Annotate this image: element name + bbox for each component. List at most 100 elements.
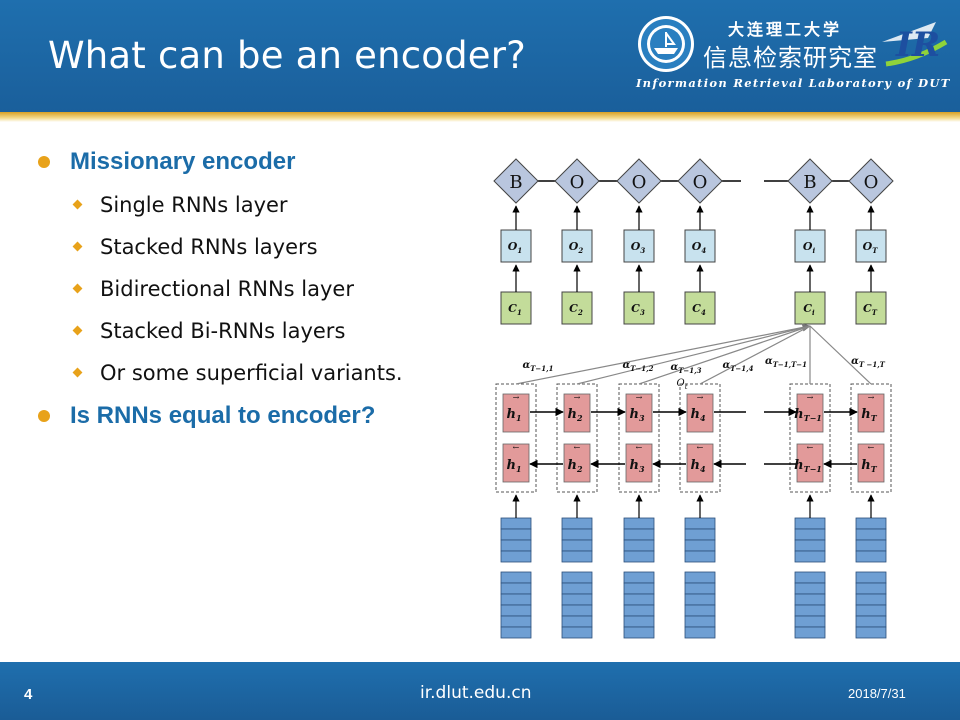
backward-arrow-icon: ← — [636, 443, 643, 452]
forward-hidden-label: h4 — [690, 407, 705, 423]
bullet-text: Missionary encoder — [70, 148, 296, 175]
embedding-cell — [500, 517, 532, 530]
lab-name-cn: 信息检索研究室 — [703, 44, 878, 72]
embedding-cell — [500, 582, 532, 595]
attention-line — [699, 325, 811, 385]
context-node — [794, 291, 826, 325]
backward-arrow-icon: ← — [574, 443, 581, 452]
context-node — [561, 291, 593, 325]
embedding-cell — [500, 539, 532, 552]
output-label: O1 — [508, 240, 522, 255]
forward-hidden-label: h1 — [506, 407, 521, 423]
forward-hidden-node — [686, 393, 714, 433]
forward-arrow-icon: → — [636, 393, 643, 402]
embedding-cell — [623, 550, 655, 563]
embedding-cell — [500, 615, 532, 628]
embedding-cell — [794, 571, 826, 584]
tag-label: B — [509, 172, 522, 193]
forward-hidden-node — [796, 393, 824, 433]
embedding-cell — [561, 615, 593, 628]
embedding-cell — [500, 626, 532, 639]
forward-hidden-label: hT−1 — [794, 407, 822, 423]
embedding-cell — [561, 517, 593, 530]
embedding-cell — [561, 528, 593, 541]
sub-bullet-text: Bidirectional RNNs layer — [100, 277, 354, 301]
embedding-cell — [684, 571, 716, 584]
sub-bullet-text: Single RNNs layer — [100, 193, 288, 217]
backward-hidden-node — [502, 443, 530, 483]
forward-hidden-node — [625, 393, 653, 433]
sub-bullet: Stacked RNNs layers — [36, 226, 476, 268]
attention-weight-label: αT−1,1 — [523, 360, 554, 373]
embedding-cell — [684, 517, 716, 530]
forward-hidden-label: h2 — [567, 407, 582, 423]
embedding-cell — [500, 604, 532, 617]
embedding-cell — [500, 528, 532, 541]
backward-hidden-node — [625, 443, 653, 483]
output-node — [794, 229, 826, 263]
context-label: C4 — [692, 302, 706, 317]
embedding-cell — [623, 626, 655, 639]
slide-date: 2018/7/31 — [848, 686, 906, 701]
forward-hidden-node — [502, 393, 530, 433]
embedding-cell — [623, 593, 655, 606]
bullet-dot-icon — [38, 156, 50, 168]
context-label: C3 — [631, 302, 645, 317]
footer-site-link[interactable]: ir.dlut.edu.cn — [420, 683, 532, 703]
embedding-cell — [684, 582, 716, 595]
backward-hidden-label: h4 — [690, 458, 705, 474]
embedding-cell — [623, 615, 655, 628]
forward-hidden-node — [563, 393, 591, 433]
embedding-cell — [855, 528, 887, 541]
embedding-cell — [623, 604, 655, 617]
embedding-cell — [500, 593, 532, 606]
diamond-bullet-icon — [72, 367, 83, 378]
output-label: OT — [863, 240, 879, 255]
embedding-cell — [794, 528, 826, 541]
context-node — [684, 291, 716, 325]
embedding-cell — [855, 571, 887, 584]
diamond-bullet-icon — [72, 283, 83, 294]
backward-hidden-label: hT — [861, 458, 877, 474]
embedding-cell — [684, 528, 716, 541]
backward-hidden-label: hT−1 — [794, 458, 822, 474]
tag-diamond — [493, 158, 539, 204]
embedding-cell — [855, 593, 887, 606]
embedding-cell — [855, 582, 887, 595]
embedding-cell — [623, 571, 655, 584]
tag-diamond — [848, 158, 894, 204]
embedding-cell — [855, 550, 887, 563]
attention-weight-label: αT−1,T−1 — [765, 356, 807, 369]
context-label: Ci — [803, 302, 815, 317]
embedding-cell — [794, 517, 826, 530]
embedding-cell — [794, 539, 826, 552]
backward-hidden-node — [857, 443, 885, 483]
tag-label: B — [803, 172, 816, 193]
slide-title: What can be an encoder? — [48, 34, 526, 77]
forward-arrow-icon: → — [697, 393, 704, 402]
bullet-dot-icon — [38, 410, 50, 422]
context-node — [623, 291, 655, 325]
svg-text:IR: IR — [895, 25, 940, 65]
embedding-cell — [561, 571, 593, 584]
backward-hidden-label: h2 — [567, 458, 582, 474]
forward-arrow-icon: → — [807, 393, 814, 402]
embedding-cell — [561, 582, 593, 595]
embedding-cell — [561, 626, 593, 639]
context-label: C2 — [569, 302, 583, 317]
embedding-cell — [623, 539, 655, 552]
university-name: 大连理工大学 — [728, 20, 843, 39]
tag-label: O — [693, 172, 708, 193]
embedding-cell — [794, 626, 826, 639]
tag-label: O — [864, 172, 879, 193]
embedding-cell — [684, 615, 716, 628]
embedding-cell — [794, 615, 826, 628]
embedding-cell — [684, 539, 716, 552]
tag-diamond — [616, 158, 662, 204]
backward-hidden-node — [563, 443, 591, 483]
embedding-cell — [684, 550, 716, 563]
slide-header — [0, 0, 960, 112]
backward-hidden-label: h3 — [629, 458, 644, 474]
embedding-cell — [561, 604, 593, 617]
lab-name-en: Information Retrieval Laboratory of DUT — [636, 76, 951, 90]
